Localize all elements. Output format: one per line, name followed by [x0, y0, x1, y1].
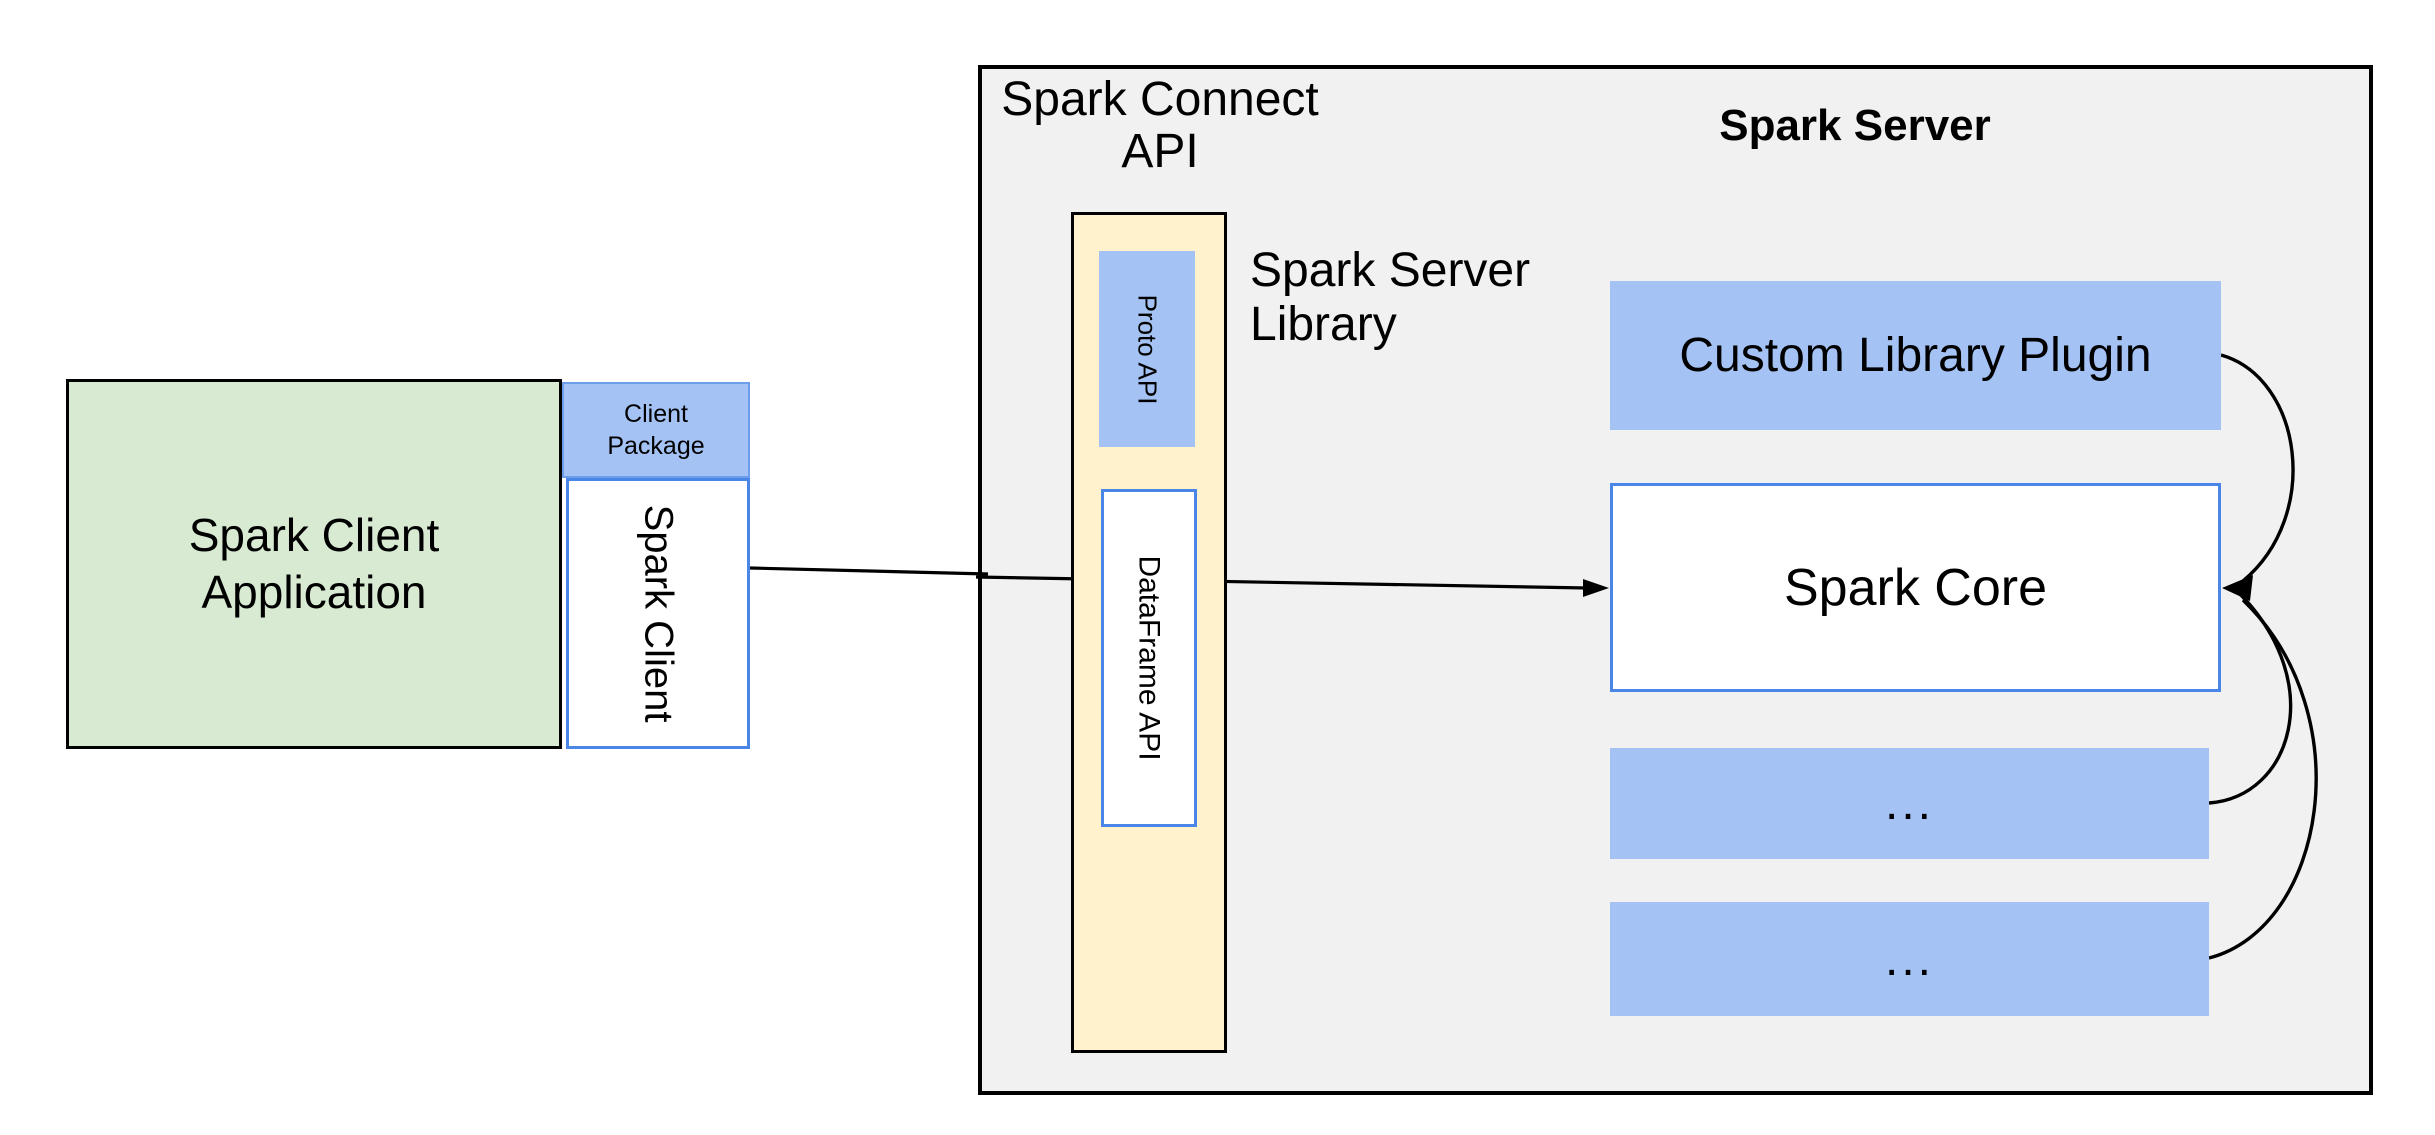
spark-connect-api-heading: Spark Connect API	[1001, 73, 1319, 178]
spark-server-heading: Spark Server	[1719, 101, 1991, 150]
spark-client-application-label: Spark Client Application	[188, 508, 440, 619]
client-package-label: Client Package	[607, 399, 705, 461]
dataframe-api-label: DataFrame API	[1133, 555, 1167, 761]
dataframe-api-box: DataFrame API	[1101, 489, 1197, 827]
proto-api-box: Proto API	[1099, 251, 1195, 447]
custom-library-plugin-label: Custom Library Plugin	[1679, 329, 2152, 382]
spark-client-application-box: Spark Client Application	[66, 379, 562, 749]
spark-core-label: Spark Core	[1784, 558, 2047, 617]
ellipsis-box-2-label: ...	[1884, 932, 1934, 986]
plugin-to-core-curve	[2220, 353, 2295, 583]
spark-client-label: Spark Client	[636, 504, 681, 723]
spark-core-box: Spark Core	[1610, 483, 2221, 692]
spark-server-library-label: Spark Server Library	[1250, 244, 1531, 351]
ellipsis-box-1-label: ...	[1884, 777, 1934, 830]
ellipsis1-to-core-curve	[2208, 592, 2293, 805]
server-to-core-line-segment	[975, 575, 1588, 590]
ellipsis2-to-core-curve	[2208, 598, 2318, 960]
proto-api-label: Proto API	[1132, 294, 1163, 404]
spark-client-box: Spark Client	[566, 478, 750, 749]
custom-library-plugin-box: Custom Library Plugin	[1610, 281, 2221, 430]
spark-core-right-arrowhead-icon	[2222, 575, 2253, 601]
client-to-server-line-segment	[749, 566, 989, 576]
client-package-box: Client Package	[562, 382, 750, 478]
ellipsis-box-2: ...	[1610, 902, 2209, 1016]
ellipsis-box-1: ...	[1610, 748, 2209, 859]
spark-core-left-arrowhead-icon	[1583, 579, 1609, 597]
